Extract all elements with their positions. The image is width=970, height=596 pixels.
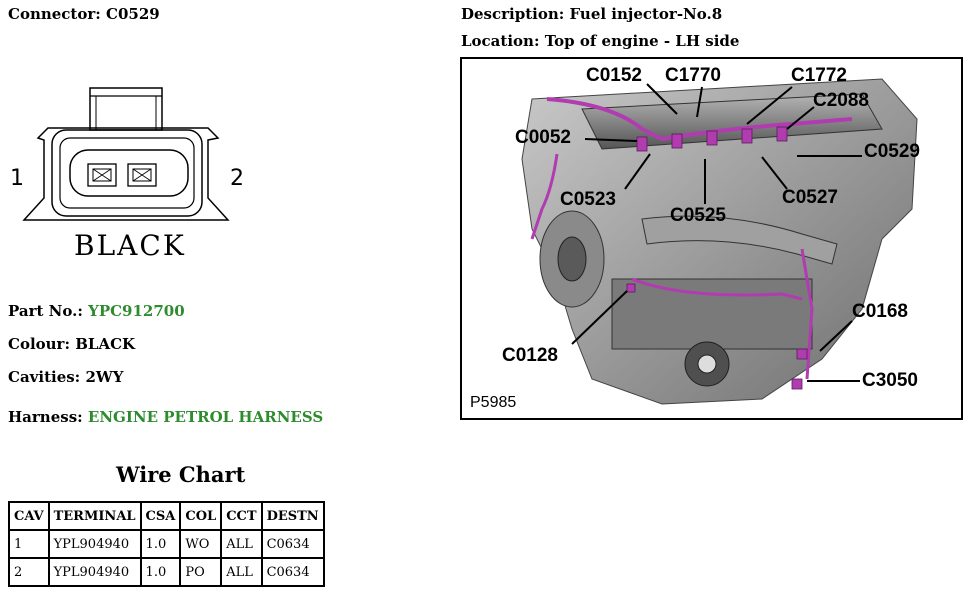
cavity-1-terminal	[87, 163, 117, 187]
cell-col: WO	[179, 529, 223, 559]
colour-value: BLACK	[75, 335, 136, 353]
cell-cct: ALL	[220, 557, 263, 587]
figure-id: P5985	[470, 394, 517, 411]
callout-c0168: C0168	[852, 301, 908, 322]
part-no-link[interactable]: YPC912700	[88, 302, 185, 320]
cavities-value: 2WY	[85, 368, 124, 386]
connector-colour-label: BLACK	[74, 229, 186, 262]
cell-csa: 1.0	[139, 529, 182, 559]
table-row: 1 YPL904940 1.0 WO ALL C0634	[8, 529, 325, 559]
wire-chart-header-row: CAV TERMINAL CSA COL CCT DESTN	[8, 501, 325, 531]
cavities-row: Cavities: 2WY	[8, 368, 124, 386]
callout-c0052: C0052	[515, 127, 571, 148]
callout-c0525: C0525	[670, 205, 726, 226]
header-cct: CCT	[220, 501, 263, 531]
callout-c3050: C3050	[862, 370, 918, 391]
cell-destn: C0634	[260, 529, 325, 559]
connector-face-diagram	[22, 87, 230, 221]
cell-cct: ALL	[220, 529, 263, 559]
connector-id: C0529	[106, 5, 160, 23]
cell-csa: 1.0	[139, 557, 182, 587]
callout-c2088: C2088	[813, 90, 869, 111]
header-terminal: TERMINAL	[47, 501, 142, 531]
table-row: 2 YPL904940 1.0 PO ALL C0634	[8, 557, 325, 587]
cell-col: PO	[179, 557, 223, 587]
header-col: COL	[179, 501, 223, 531]
callout-c0152: C0152	[586, 65, 642, 86]
cell-terminal: YPL904940	[47, 557, 142, 587]
callout-c0529: C0529	[864, 141, 920, 162]
cell-terminal: YPL904940	[47, 529, 142, 559]
callout-c1772: C1772	[791, 65, 847, 86]
callout-c0523: C0523	[560, 189, 616, 210]
part-no-row: Part No.: YPC912700	[8, 302, 185, 320]
callout-c1770: C1770	[665, 65, 721, 86]
wire-chart-table: CAV TERMINAL CSA COL CCT DESTN 1 YPL9049…	[8, 501, 325, 587]
callout-c0527: C0527	[782, 187, 838, 208]
location-heading: Location: Top of engine - LH side	[461, 32, 740, 50]
colour-row: Colour: BLACK	[8, 335, 136, 353]
engine-location-image: C0152 C1770 C1772 C2088 C0052 C0529 C052…	[460, 57, 963, 420]
cavity-2-terminal	[127, 163, 157, 187]
harness-link[interactable]: ENGINE PETROL HARNESS	[87, 408, 324, 426]
cell-destn: C0634	[260, 557, 325, 587]
cell-cav: 1	[8, 529, 50, 559]
location-value: Top of engine - LH side	[544, 32, 740, 50]
wire-chart-title: Wire Chart	[116, 462, 246, 487]
callout-c0128: C0128	[502, 345, 558, 366]
description-heading: Description: Fuel injector-No.8	[461, 5, 723, 23]
connector-heading: Connector: C0529	[8, 5, 160, 23]
harness-row: Harness: ENGINE PETROL HARNESS	[8, 408, 324, 426]
engine-drawing	[521, 78, 918, 405]
description-value: Fuel injector-No.8	[569, 5, 723, 23]
pin-2-label: 2	[230, 166, 244, 191]
pin-1-label: 1	[10, 166, 24, 191]
header-csa: CSA	[139, 501, 182, 531]
cell-cav: 2	[8, 557, 50, 587]
header-cav: CAV	[8, 501, 50, 531]
header-destn: DESTN	[260, 501, 325, 531]
